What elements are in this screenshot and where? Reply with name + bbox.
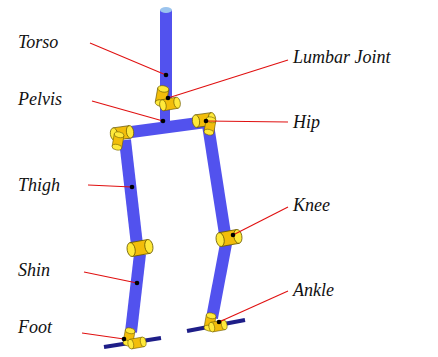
leader-line [219,291,288,322]
hip-joint [112,131,125,151]
leader-line [233,207,288,235]
leader-line [82,333,124,339]
part-label: Foot [18,316,52,338]
lumbar-joint [159,97,181,112]
part-label: Shin [18,259,50,281]
leader-line [168,60,288,98]
leader-line [206,121,288,122]
part-label: Lumbar Joint [293,46,391,68]
leader-dot [204,119,209,124]
leader-dot [217,320,222,325]
ankle-joint [208,320,228,333]
leader-dot [122,337,127,342]
leader-dot [130,185,135,190]
leader-line [84,272,137,283]
leader-line [90,43,166,75]
part-label: Ankle [293,279,334,301]
leader-dots [122,73,236,342]
leader-dot [231,233,236,238]
leader-dot [166,96,171,101]
hip-joint [204,116,217,136]
thigh-link [125,140,137,245]
leader-dot [161,119,166,124]
leader-line [92,101,163,121]
knee-joint [126,239,154,257]
leader-dot [135,281,140,286]
part-label: Thigh [18,174,60,196]
part-label: Torso [18,31,58,53]
part-label: Hip [293,111,320,133]
thigh-link [208,125,225,234]
leader-dot [164,73,169,78]
torso-link [160,10,172,98]
leader-lines [82,43,288,339]
leader-line [88,185,132,187]
shin-link [131,254,140,332]
part-label: Knee [293,194,330,216]
shin-link [212,244,226,318]
ankle-joint [127,337,147,350]
part-label: Pelvis [18,88,62,110]
torso-cap [160,7,172,13]
